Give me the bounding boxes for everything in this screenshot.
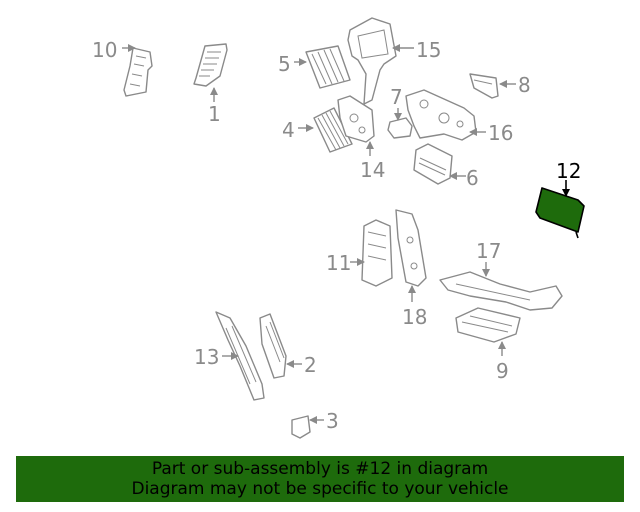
part-3-clip[interactable]: [291, 415, 311, 439]
callout-11: 11: [326, 251, 351, 275]
notice-banner: Part or sub-assembly is #12 in diagram D…: [16, 456, 624, 502]
banner-line-1: Part or sub-assembly is #12 in diagram: [151, 459, 489, 479]
callout-14: 14: [360, 158, 385, 182]
callout-15: 15: [416, 38, 441, 62]
callout-1: 1: [208, 102, 221, 126]
part-10-bracket[interactable]: [123, 47, 153, 97]
callout-5: 5: [278, 52, 291, 76]
part-9-ecu[interactable]: [455, 307, 521, 343]
part-15-housing[interactable]: [347, 17, 397, 105]
callout-7: 7: [390, 85, 403, 109]
part-6-module[interactable]: [413, 143, 453, 185]
callout-4: 4: [282, 118, 295, 142]
callout-12: 12: [556, 159, 581, 183]
callout-6: 6: [466, 166, 479, 190]
callout-16: 16: [488, 121, 513, 145]
callout-9: 9: [496, 359, 509, 383]
callout-13: 13: [194, 345, 219, 369]
callout-8: 8: [518, 73, 531, 97]
part-11-control-module[interactable]: [361, 219, 393, 287]
part-7-sensor[interactable]: [387, 117, 413, 139]
part-8-cover[interactable]: [469, 73, 499, 99]
part-17-support-tray[interactable]: [439, 271, 563, 311]
banner-line-2: Diagram may not be specific to your vehi…: [131, 479, 509, 499]
part-18-bracket[interactable]: [395, 209, 427, 287]
part-4-filter[interactable]: [313, 107, 353, 153]
callout-18: 18: [402, 305, 427, 329]
callout-2: 2: [304, 353, 317, 377]
part-1-vent-duct[interactable]: [193, 43, 228, 87]
part-2-panel[interactable]: [259, 313, 287, 379]
callout-17: 17: [476, 239, 501, 263]
callout-3: 3: [326, 409, 339, 433]
part-16-mounting-bracket[interactable]: [405, 89, 477, 141]
callout-10: 10: [92, 38, 117, 62]
part-5-filter[interactable]: [305, 45, 351, 89]
part-14-actuator-assembly[interactable]: [337, 95, 375, 143]
part-12-highlighted-module[interactable]: [535, 187, 585, 239]
